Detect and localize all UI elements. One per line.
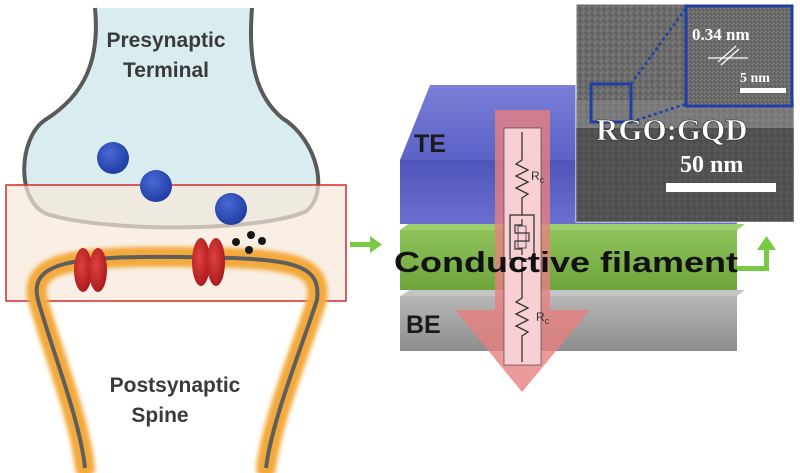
bottom-electrode-label: BE (406, 311, 441, 339)
neurotransmitter (245, 246, 253, 254)
vesicle (215, 193, 247, 225)
resistor-top-label: Rc (531, 169, 545, 185)
tem-scale-bar (666, 183, 776, 192)
resistor-bottom-icon (514, 259, 530, 362)
neurotransmitter (232, 238, 240, 246)
tem-scale-label: 50 nm (680, 152, 743, 178)
right-arrow-icon (350, 236, 382, 253)
synapse-illustration: Presynaptic Terminal Postsynaptic Spine (5, 7, 347, 473)
inset-scale-bar (740, 88, 786, 93)
lattice-spacing-marker (708, 45, 748, 66)
up-arrow-icon (737, 236, 776, 271)
bottom-electrode-top-face (400, 290, 745, 296)
tem-highlight-box (589, 82, 633, 124)
receptor (192, 238, 225, 286)
synaptic-cleft-box (5, 184, 347, 302)
presynaptic-label-line1: Presynaptic (106, 29, 225, 52)
resistor-bottom-subscript: c (545, 316, 550, 326)
resistor-top-subscript: c (540, 175, 545, 185)
conductive-filament-label: Conductive filament (394, 247, 738, 279)
lattice-spacing-label: 0.34 nm (692, 25, 750, 44)
resistor-bottom-symbol: R (536, 310, 545, 324)
receptor (74, 248, 107, 292)
neurotransmitter (258, 237, 266, 245)
resistor-top-icon (514, 132, 530, 215)
tem-micrograph: 0.34 nm 5 nm RGO:GQD 50 nm (575, 3, 795, 223)
inset-scale-label: 5 nm (740, 71, 770, 86)
postsynaptic-label-line1: Postsynaptic (110, 374, 241, 397)
vesicle (97, 142, 129, 174)
filament-layer (400, 230, 737, 290)
material-label: RGO:GQD (596, 112, 748, 147)
top-electrode-label: TE (414, 130, 446, 158)
presynaptic-label-line2: Terminal (123, 59, 209, 82)
vesicle (140, 170, 172, 202)
resistor-bottom-label: Rc (536, 310, 550, 326)
postsynaptic-label-line2: Spine (131, 404, 188, 427)
filament-layer-top-face (400, 224, 745, 230)
postsynaptic-spine (34, 254, 320, 469)
neurotransmitter (247, 231, 255, 239)
resistor-top-symbol: R (531, 169, 540, 183)
